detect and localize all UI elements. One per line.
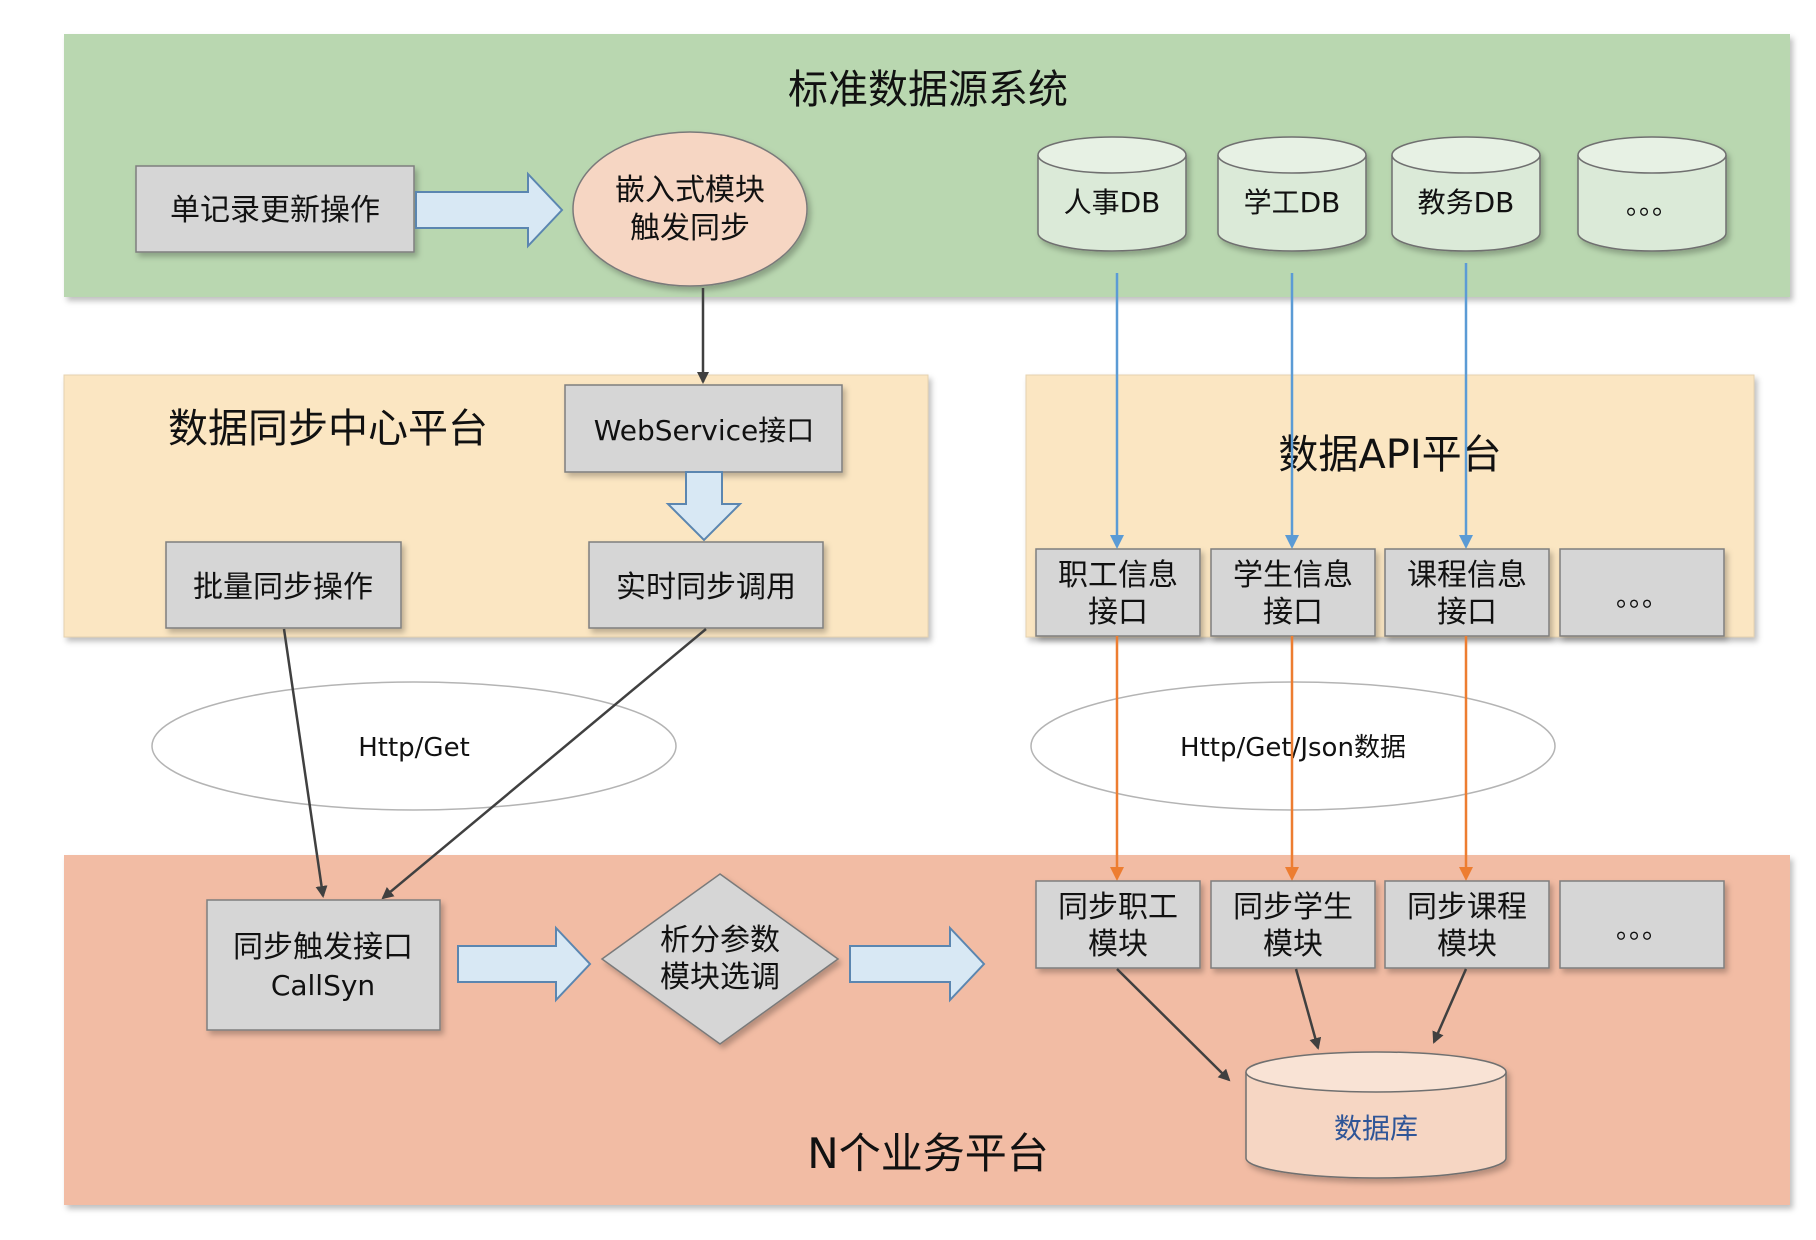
module-student-line1: 同步学生	[1233, 890, 1353, 925]
big-arrow-parse-to-modules	[849, 925, 986, 1003]
interface-course-line1: 课程信息	[1407, 558, 1527, 593]
arrow-realtime-to-trigger	[381, 628, 707, 900]
webservice-box	[564, 384, 843, 473]
webservice-label: WebService接口	[594, 414, 815, 447]
parse-params-diamond	[600, 873, 840, 1045]
interface-staff-line1: 职工信息	[1058, 558, 1178, 593]
big-arrow-webservice-to-realtime	[665, 471, 743, 542]
arrow-course-module-to-db	[1432, 968, 1468, 1044]
module-box-student	[1210, 880, 1376, 969]
database-hr	[1037, 136, 1187, 252]
database-hr-label: 人事DB	[1064, 186, 1161, 219]
batch-sync-box	[165, 541, 402, 629]
sync-trigger-line2: CallSyn	[271, 969, 375, 1002]
embedded-trigger-ellipse	[572, 131, 808, 287]
module-course-line2: 模块	[1437, 927, 1497, 962]
interface-more-label: 。。。	[1616, 583, 1668, 613]
module-box-staff	[1035, 880, 1201, 969]
interface-box-course	[1384, 548, 1550, 637]
module-box-more	[1559, 880, 1725, 969]
database-academic	[1391, 136, 1541, 252]
module-student-line2: 模块	[1263, 927, 1323, 962]
module-more-label: 。。。	[1616, 915, 1668, 945]
interface-student-line1: 学生信息	[1233, 558, 1353, 593]
big-arrow-update-to-trigger	[415, 171, 564, 249]
interface-student-line2: 接口	[1263, 595, 1323, 630]
interface-box-more	[1559, 548, 1725, 637]
batch-sync-label: 批量同步操作	[193, 570, 373, 605]
arrow-student-module-to-db	[1294, 968, 1322, 1050]
database-academic-label: 教务DB	[1418, 186, 1515, 219]
database-student-label: 学工DB	[1244, 186, 1341, 219]
sync-center-title: 数据同步中心平台	[168, 406, 488, 452]
realtime-sync-label: 实时同步调用	[616, 570, 796, 605]
arrow-batch-to-trigger	[282, 628, 328, 898]
api-platform-title: 数据API平台	[1278, 432, 1501, 478]
protocol-left-label: Http/Get	[358, 733, 470, 763]
database-student	[1217, 136, 1367, 252]
big-arrow-trigger-to-parse	[457, 925, 592, 1003]
interface-box-student	[1210, 548, 1376, 637]
interface-box-staff	[1035, 548, 1201, 637]
parse-params-line2: 模块选调	[660, 960, 780, 995]
protocol-ellipse-left	[151, 681, 677, 811]
sync-trigger-box	[206, 899, 441, 1031]
sync-trigger-line1: 同步触发接口	[233, 930, 413, 965]
arrow-staff-module-to-db	[1116, 968, 1231, 1082]
embedded-trigger-line1: 嵌入式模块	[615, 173, 765, 208]
module-staff-line1: 同步职工	[1058, 890, 1178, 925]
module-course-line1: 同步课程	[1407, 890, 1527, 925]
module-staff-line2: 模块	[1088, 927, 1148, 962]
database-more	[1577, 136, 1727, 252]
single-record-update-box	[135, 165, 415, 253]
top-title: 标准数据源系统	[788, 67, 1068, 113]
business-database	[1245, 1051, 1507, 1179]
single-record-update-label: 单记录更新操作	[170, 193, 380, 228]
business-title: N个业务平台	[807, 1129, 1048, 1178]
realtime-sync-box	[588, 541, 824, 629]
business-database-label: 数据库	[1334, 1112, 1418, 1145]
parse-params-line1: 析分参数	[660, 923, 780, 958]
embedded-trigger-line2: 触发同步	[630, 211, 750, 246]
interface-course-line2: 接口	[1437, 595, 1497, 630]
module-box-course	[1384, 880, 1550, 969]
interface-staff-line2: 接口	[1088, 595, 1148, 630]
database-more-label: 。。。	[1626, 191, 1678, 221]
